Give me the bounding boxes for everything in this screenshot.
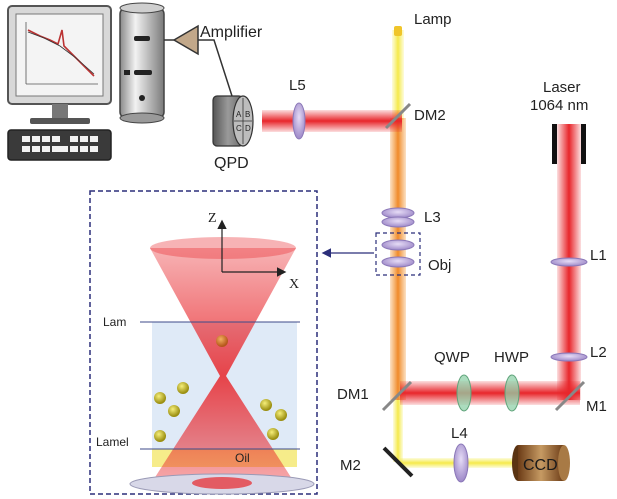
laser-beam-to-qpd: [262, 110, 402, 132]
lam-label: Lam: [103, 315, 126, 329]
lens-l5-label: L5: [289, 77, 306, 94]
lens-l1-label: L1: [590, 247, 607, 264]
hwp-label: HWP: [494, 349, 529, 366]
lamp-label: Lamp: [414, 11, 452, 28]
axis-z-label: Z: [208, 211, 217, 226]
objective-focus-box: [375, 232, 421, 276]
objective: Obj: [375, 232, 451, 276]
laser-beam-horizontal: [400, 381, 580, 405]
free-beads: [154, 382, 287, 442]
laser-cone-lower: [152, 376, 294, 482]
dichroic-mirror-dm1: DM1: [337, 380, 413, 412]
amplifier: Amplifier: [164, 24, 263, 97]
bead: [267, 428, 279, 440]
spectrum-plot-thumbnail: [25, 22, 98, 85]
quarter-wave-plate: QWP: [434, 349, 472, 412]
keyboard-keys: [22, 136, 98, 152]
dm2-label: DM2: [414, 107, 446, 124]
bead: [154, 392, 166, 404]
half-wave-plate: HWP: [494, 349, 529, 412]
qwp-label: QWP: [434, 349, 470, 366]
lens-l2-label: L2: [590, 344, 607, 361]
monitor-screen: [15, 13, 104, 97]
dichroic-mirror-dm2: DM2: [384, 102, 446, 130]
qpd-label: QPD: [214, 155, 249, 172]
axes: Z X: [208, 211, 299, 292]
laser-cone-upper: [150, 248, 296, 376]
trapped-bead: [216, 335, 228, 347]
ccd-label: CCD: [523, 457, 558, 474]
lens-l1: L1: [550, 247, 607, 267]
bead: [275, 409, 287, 421]
mirror-m2-label: M2: [340, 457, 361, 474]
laser-cone-top-ellipse: [150, 237, 296, 259]
laser-label-line1: Laser: [543, 79, 581, 96]
qpd-quadrant-c: C: [236, 124, 242, 133]
monitor-base: [30, 118, 90, 124]
lamp-beam-bottom: [393, 400, 403, 462]
monitor-stand: [52, 104, 68, 118]
bead: [154, 430, 166, 442]
laser-source: Laser 1064 nm: [530, 79, 588, 164]
lens-l3: L3: [381, 207, 441, 228]
lens-l3-label: L3: [424, 209, 441, 226]
oil-label: Oil: [235, 451, 250, 465]
lamp-beam-top: [392, 30, 404, 120]
objective-label: Obj: [428, 257, 451, 274]
ccd-camera: CCD: [512, 445, 570, 481]
bead: [177, 382, 189, 394]
amplifier-module: [119, 2, 165, 124]
computer: [7, 5, 112, 161]
qpd-quadrant-b: B: [245, 110, 250, 119]
mirror-m2: M2: [340, 446, 414, 478]
axis-x-label: X: [289, 277, 299, 292]
qpd-quadrant-a: A: [236, 110, 242, 119]
bead: [168, 405, 180, 417]
dm1-label: DM1: [337, 386, 369, 403]
objective-front-lens-glow: [192, 477, 252, 489]
lens-l4: L4: [451, 425, 469, 483]
mirror-m1-label: M1: [586, 398, 607, 415]
lens-l4-label: L4: [451, 425, 468, 442]
amplifier-label: Amplifier: [200, 24, 263, 41]
bead: [260, 399, 272, 411]
mirror-m1: M1: [554, 380, 607, 415]
lens-l5: L5: [289, 77, 306, 140]
laser-beam-vertical: [557, 160, 581, 400]
keyboard: [7, 129, 112, 161]
lamp: Lamp: [394, 11, 452, 36]
lamel-label: Lamel: [96, 435, 129, 449]
laser-label-line2: 1064 nm: [530, 97, 588, 114]
trap-inset: Lam Lamel Oil Z X: [89, 190, 318, 495]
qpd-quadrant-d: D: [245, 124, 251, 133]
qpd-detector: A B C D QPD: [212, 95, 254, 172]
lens-l2: L2: [550, 344, 607, 362]
